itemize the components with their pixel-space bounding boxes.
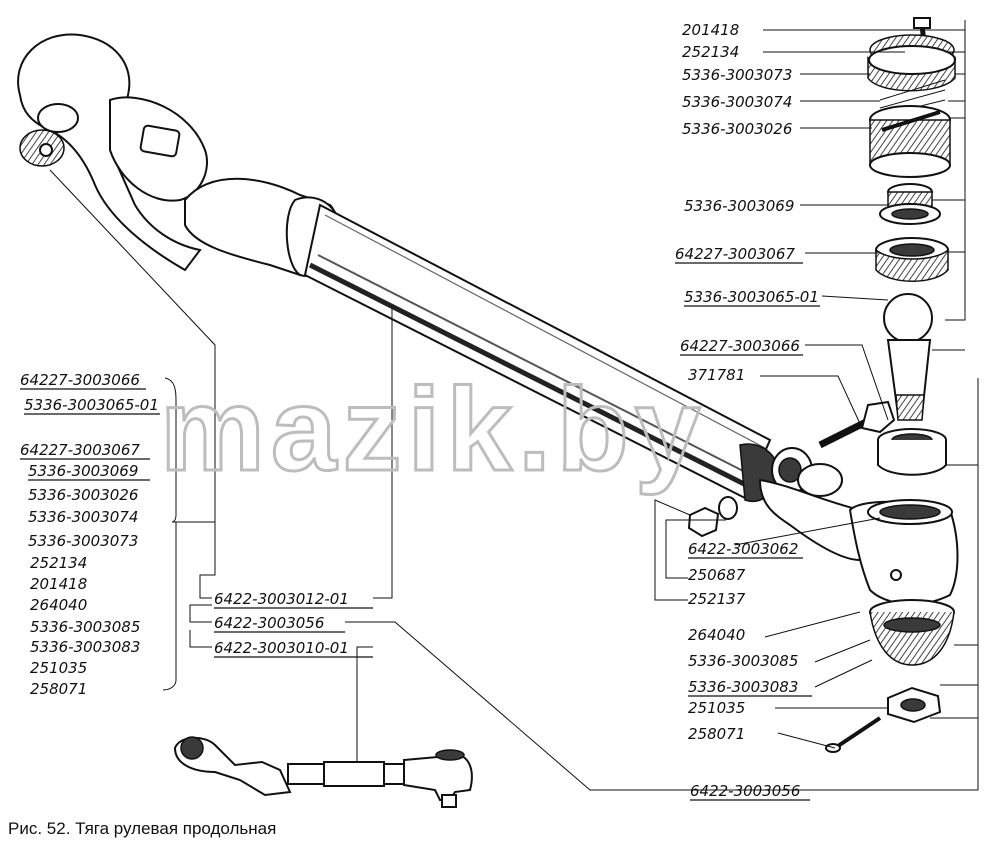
label-right-6: 64227-3003067 [675,245,795,263]
label-right-14: 5336-3003085 [688,652,798,670]
label-left-8: 201418 [30,575,87,593]
label-right-12: 252137 [688,590,746,608]
label-right-11: 250687 [688,566,746,584]
label-left-12: 251035 [30,659,87,677]
right-labels: 201418 252134 5336-3003073 5336-3003074 … [675,21,820,801]
label-left-13: 258071 [30,680,87,698]
label-left-4: 5336-3003026 [28,486,138,504]
ball-stud-nut [19,103,79,167]
figure-caption: Рис. 52. Тяга рулевая продольная [8,819,276,838]
label-center-0: 6422-3003012-01 [214,590,349,608]
castle-nut-251035 [887,686,942,724]
label-left-6: 5336-3003073 [28,532,138,550]
steering-rod-drawing [17,33,959,606]
exploded-parts [825,17,956,753]
clamp-bolt [771,400,896,497]
label-right-4: 5336-3003026 [682,120,792,138]
label-right-7: 5336-3003065-01 [684,288,819,306]
threaded-plug-5336-3003026 [869,105,951,178]
seal-5336-3003069 [879,183,941,225]
boss-hole [139,124,181,158]
label-right-16: 251035 [688,699,745,717]
label-right-13: 264040 [688,626,745,644]
label-left-9: 264040 [30,596,87,614]
watermark: mazik.by [160,364,706,496]
cotter-pin-258071 [825,716,882,753]
label-left-0: 64227-3003066 [20,371,140,389]
label-right-18: 6422-3003056 [690,782,800,800]
label-center-1: 6422-3003056 [214,614,324,632]
label-right-15: 5336-3003083 [688,678,798,696]
nut-6422-3003062 [687,506,720,538]
washer-250687 [718,496,738,520]
label-left-10: 5336-3003085 [30,618,140,636]
label-right-17: 258071 [688,725,745,743]
label-left-11: 5336-3003083 [30,638,140,656]
left-labels: 64227-3003066 5336-3003065-01 64227-3003… [20,371,160,698]
label-right-0: 201418 [682,21,739,39]
label-right-9: 371781 [688,366,745,384]
center-labels: 6422-3003012-01 6422-3003056 6422-300301… [214,590,373,658]
label-right-10: 6422-3003062 [688,540,798,558]
ring-64227-3003066 [877,428,947,476]
label-left-5: 5336-3003074 [28,508,138,526]
label-left-7: 252134 [30,554,87,572]
label-center-2: 6422-3003010-01 [214,639,349,657]
leader-lines [49,20,979,791]
small-assembly-view [173,736,473,808]
label-right-3: 5336-3003074 [682,93,792,111]
label-right-5: 5336-3003069 [684,197,794,215]
rod-end-housing [17,33,202,272]
label-right-2: 5336-3003073 [682,66,792,84]
boot-5336-3003083 [869,599,955,666]
label-left-2: 64227-3003067 [20,441,140,459]
label-right-1: 252134 [682,43,739,61]
ring-64227-3003067 [875,237,949,282]
label-left-1: 5336-3003065-01 [24,396,159,414]
ball-pin-5336-3003065-01 [883,293,933,421]
label-right-8: 64227-3003066 [680,337,800,355]
label-left-3: 5336-3003069 [28,462,138,480]
